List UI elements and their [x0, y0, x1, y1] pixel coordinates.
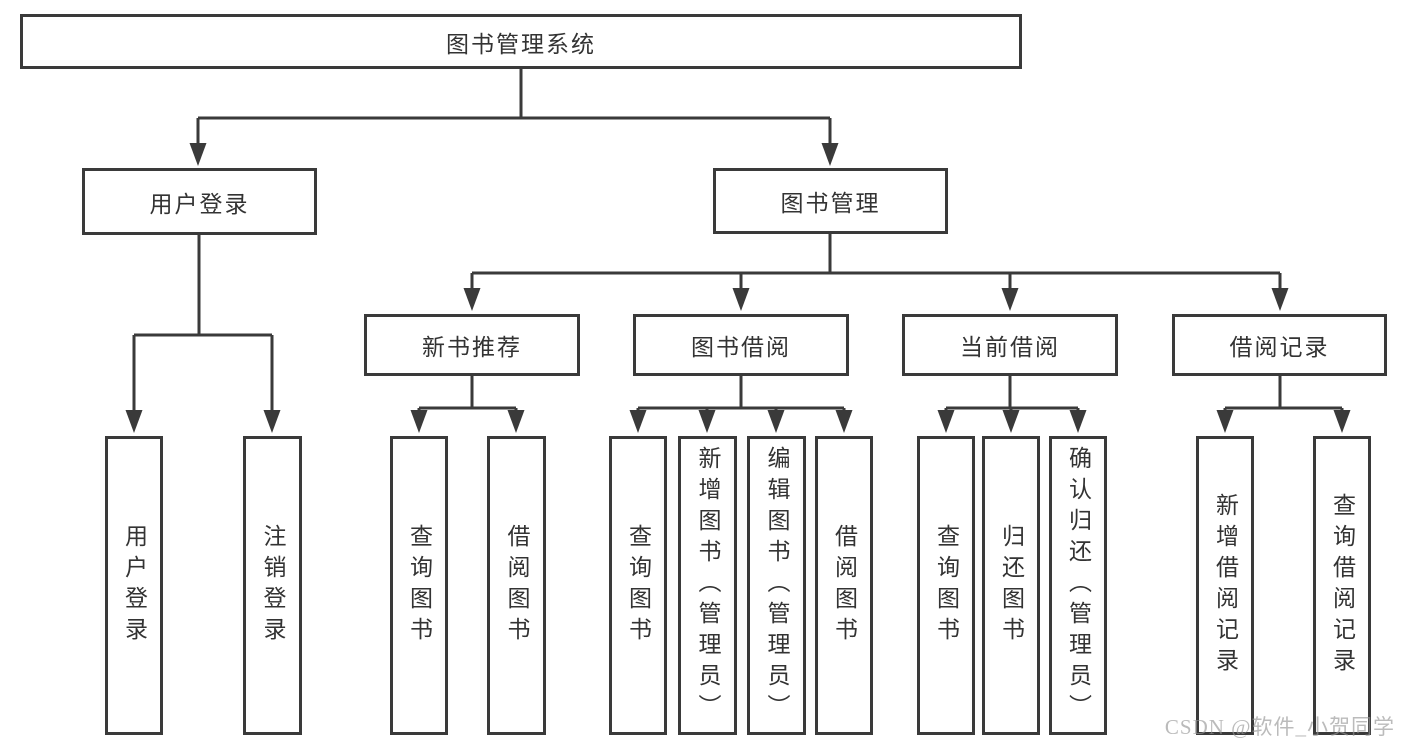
node-label: 确认归还（管理员）: [1065, 446, 1091, 725]
node-label: 图书管理: [780, 191, 881, 216]
node-borrow-books-1: 借阅图书: [487, 436, 546, 735]
node-label: 用户登录: [121, 523, 147, 648]
node-new-book-recommendation: 新书推荐: [364, 314, 580, 376]
node-book-management: 图书管理: [713, 168, 948, 234]
node-label: 新书推荐: [422, 335, 522, 360]
node-label: 归还图书: [998, 523, 1024, 648]
node-user-login-branch: 用户登录: [82, 168, 317, 235]
node-confirm-return-admin: 确认归还（管理员）: [1049, 436, 1107, 735]
node-borrowing-records: 借阅记录: [1172, 314, 1387, 376]
node-label: 借阅图书: [504, 523, 529, 648]
node-return-books: 归还图书: [982, 436, 1040, 735]
node-label: 查询图书: [933, 523, 959, 648]
node-user-login: 用户登录: [105, 436, 163, 735]
node-label: 借阅记录: [1229, 335, 1330, 360]
node-label: 用户登录: [149, 191, 250, 217]
node-edit-books-admin: 编辑图书（管理员）: [747, 436, 806, 735]
node-add-borrow-record: 新增借阅记录: [1196, 436, 1254, 735]
node-label: 新增借阅记录: [1212, 492, 1238, 679]
node-label: 新增图书（管理员）: [695, 446, 720, 725]
node-query-books-1: 查询图书: [390, 436, 448, 735]
node-label: 当前借阅: [960, 335, 1060, 360]
node-book-borrowing: 图书借阅: [633, 314, 849, 376]
node-label: 查询图书: [625, 523, 651, 648]
node-add-books-admin: 新增图书（管理员）: [678, 436, 737, 735]
node-label: 查询图书: [406, 523, 432, 648]
node-label: 借阅图书: [831, 523, 857, 648]
node-query-borrow-record: 查询借阅记录: [1313, 436, 1371, 735]
node-label: 编辑图书（管理员）: [764, 446, 789, 725]
arrowheads: [125, 143, 1351, 433]
node-library-management-system: 图书管理系统: [20, 14, 1022, 69]
node-current-borrowing: 当前借阅: [902, 314, 1118, 376]
node-label: 图书借阅: [691, 335, 791, 360]
node-logout: 注销登录: [243, 436, 302, 735]
node-query-books-3: 查询图书: [917, 436, 975, 735]
node-borrow-books-2: 借阅图书: [815, 436, 873, 735]
node-label: 图书管理系统: [446, 31, 596, 57]
node-label: 查询借阅记录: [1329, 492, 1355, 679]
csdn-watermark: CSDN @软件_小贺同学: [1164, 715, 1395, 739]
node-label: 注销登录: [260, 523, 285, 648]
node-query-books-2: 查询图书: [609, 436, 667, 735]
